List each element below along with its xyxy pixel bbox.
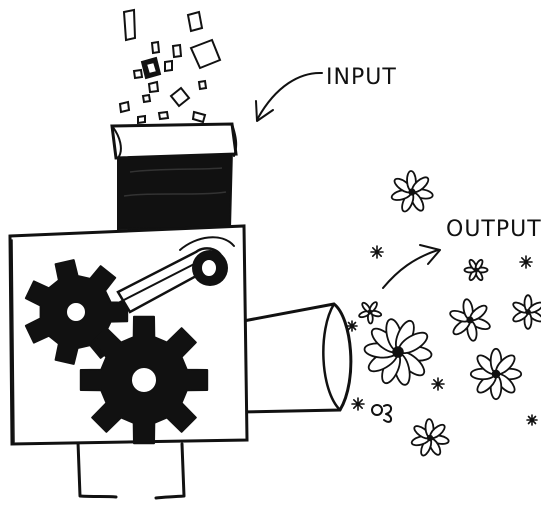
lever	[116, 236, 235, 314]
flower-icon	[463, 258, 489, 282]
flower-icon	[390, 170, 434, 213]
sparkle-icon	[526, 414, 538, 426]
paper-scrap-icon	[197, 79, 208, 91]
paper-scrap-icon	[164, 59, 173, 73]
paper-scrap-icon	[147, 80, 160, 94]
paper-scrap-icon	[169, 86, 191, 108]
paper-scrap-icon	[118, 100, 131, 114]
flower-icon	[512, 294, 541, 330]
sparkle-icon	[431, 377, 445, 391]
paper-scrap-icon	[157, 110, 170, 121]
flower-bud-icon	[371, 404, 392, 423]
paper-scrap-icon	[171, 43, 183, 59]
gear-hub	[65, 301, 87, 323]
paper-scrap-icon	[122, 8, 137, 42]
input-arrow	[255, 71, 323, 122]
paper-scrap-icon	[144, 60, 159, 76]
paper-scrap-icon	[186, 10, 204, 33]
sparkle-icon	[351, 397, 365, 411]
flowers	[358, 170, 541, 457]
output-arrow	[382, 244, 441, 289]
sparkles	[346, 245, 538, 426]
sparkle-icon	[370, 245, 384, 259]
gears	[24, 259, 209, 445]
output-tube	[236, 302, 353, 414]
paper-scrap-icon	[132, 68, 144, 80]
output-label: OUTPUT	[446, 217, 541, 242]
paper-scrap-icon	[191, 110, 207, 124]
paper-scrap-icon	[189, 38, 222, 70]
flower-icon	[469, 347, 523, 401]
paper-scrap-icon	[141, 93, 152, 104]
input-label: INPUT	[326, 65, 397, 90]
paper-scraps	[118, 8, 222, 125]
flower-icon	[449, 298, 491, 342]
paper-scrap-icon	[150, 40, 161, 55]
hopper	[110, 122, 238, 231]
flower-icon	[358, 301, 383, 325]
paper-scrap-icon	[137, 114, 146, 125]
legs	[76, 440, 186, 500]
sparkle-icon	[519, 255, 533, 269]
hopper-rim	[110, 122, 238, 160]
sparkle-icon	[346, 320, 358, 332]
flower-icon	[363, 318, 433, 386]
flower-icon	[410, 418, 450, 457]
gear-hub	[130, 366, 158, 394]
left-leg	[76, 440, 118, 499]
right-leg	[154, 442, 186, 500]
